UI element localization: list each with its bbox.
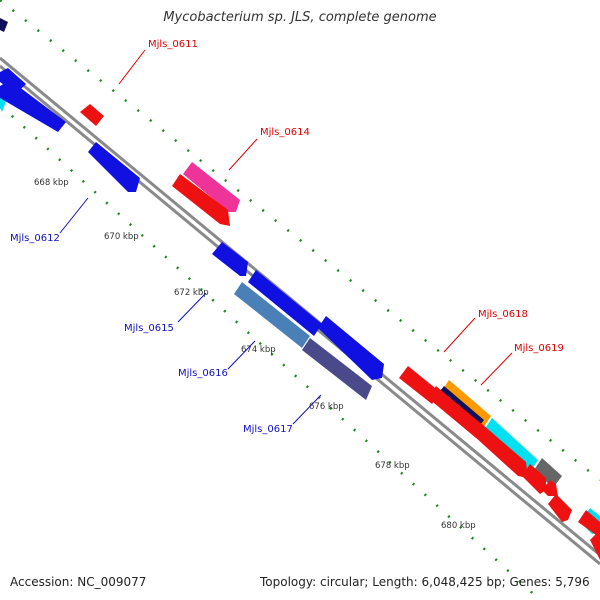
gene-arrow[interactable] xyxy=(212,242,248,276)
accession-text: Accession: NC_009077 xyxy=(10,575,147,589)
gene-arrow[interactable] xyxy=(522,464,546,494)
genome-summary-text: Topology: circular; Length: 6,048,425 bp… xyxy=(260,575,590,589)
leader-line xyxy=(443,317,476,353)
gene-arrow[interactable] xyxy=(88,142,140,192)
leader-line xyxy=(227,340,256,370)
gene-arrow[interactable] xyxy=(0,80,66,132)
tick-labels: 668 kbp 670 kbp 672 kbp 674 kbp 676 kbp … xyxy=(34,178,476,531)
gene-label-mjls-0618[interactable]: Mjls_0618 xyxy=(478,309,528,320)
gene-arrow[interactable] xyxy=(484,418,538,472)
gene-arrow[interactable] xyxy=(0,18,8,32)
tick-ring-outer xyxy=(0,0,600,481)
gene-arrow[interactable] xyxy=(534,458,562,488)
gene-label-mjls-0616[interactable]: Mjls_0616 xyxy=(178,368,228,379)
gene-label-mjls-0619[interactable]: Mjls_0619 xyxy=(514,343,564,354)
map-title: Mycobacterium sp. JLS, complete genome xyxy=(163,10,437,25)
tick-label: 680 kbp xyxy=(441,521,476,531)
tick-label: 668 kbp xyxy=(34,178,69,188)
gene-arrow[interactable] xyxy=(578,510,600,538)
leader-line xyxy=(292,394,322,425)
leader-line xyxy=(118,49,146,85)
gene-arrow[interactable] xyxy=(172,174,230,226)
gene-arrow[interactable] xyxy=(428,386,484,438)
gene-label-mjls-0615[interactable]: Mjls_0615 xyxy=(124,323,174,334)
gene-label-mjls-0617[interactable]: Mjls_0617 xyxy=(243,424,293,435)
gene-label-mjls-0612[interactable]: Mjls_0612 xyxy=(10,233,60,244)
leader-line xyxy=(177,292,207,323)
leader-line xyxy=(228,138,258,171)
gene-arrow[interactable] xyxy=(80,104,104,126)
gene-arrow[interactable] xyxy=(548,494,572,522)
gene-arrow[interactable] xyxy=(234,282,310,348)
tick-label: 674 kbp xyxy=(241,345,276,355)
gene-arrow[interactable] xyxy=(318,316,384,380)
gene-arrow[interactable] xyxy=(542,480,558,496)
gene-arrow[interactable] xyxy=(302,338,372,400)
gene-arrow[interactable] xyxy=(183,162,240,212)
gene-arrow[interactable] xyxy=(474,424,528,478)
tick-label: 672 kbp xyxy=(174,288,209,298)
leader-line xyxy=(480,352,513,386)
tick-label: 676 kbp xyxy=(309,402,344,412)
tick-label: 670 kbp xyxy=(104,232,139,242)
leader-lines xyxy=(59,49,513,425)
gene-arrow[interactable] xyxy=(399,366,440,404)
gene-arrow[interactable] xyxy=(590,532,600,560)
gene-label-mjls-0614[interactable]: Mjls_0614 xyxy=(260,127,310,138)
leader-line xyxy=(59,197,89,234)
inner-track xyxy=(0,68,600,560)
gene-label-mjls-0611[interactable]: Mjls_0611 xyxy=(148,39,198,50)
tick-label: 678 kbp xyxy=(375,461,410,471)
gene-labels: Mjls_0611 Mjls_0614 Mjls_0612 Mjls_0615 … xyxy=(10,39,564,435)
gene-arrow[interactable] xyxy=(248,270,322,336)
